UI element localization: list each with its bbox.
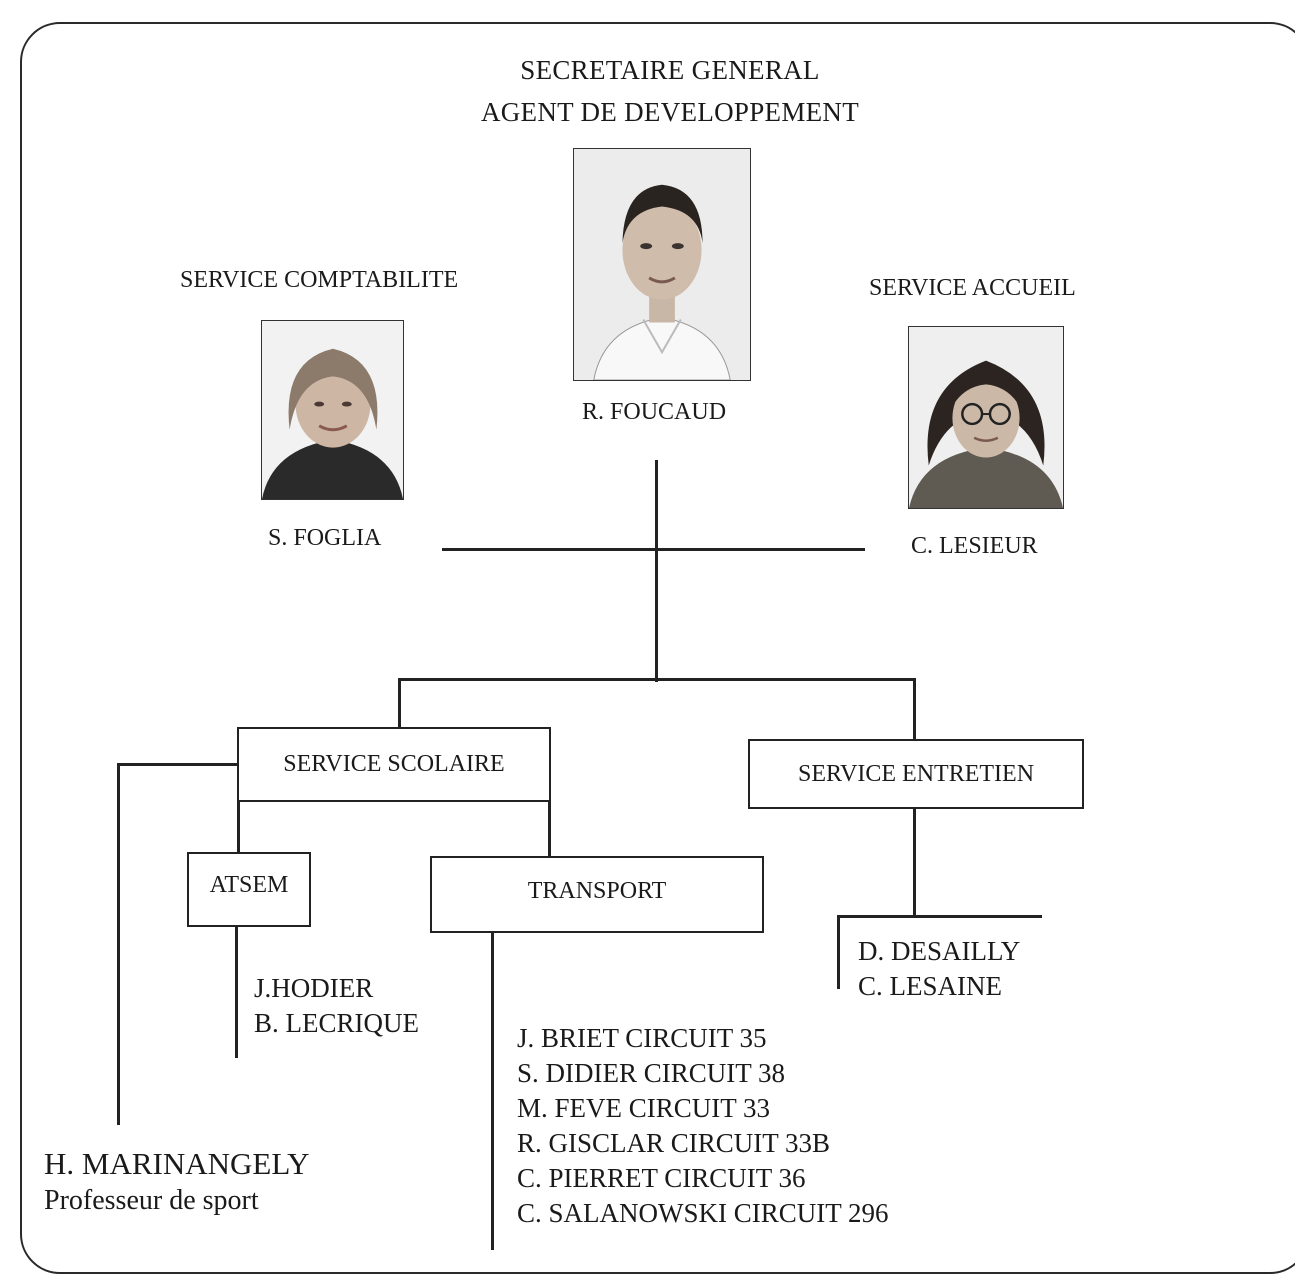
connector-transport-staff <box>491 932 494 1250</box>
service-scolaire-box: SERVICE SCOLAIRE <box>237 727 551 802</box>
name-lesieur: C. LESIEUR <box>911 533 1038 559</box>
list-item: D. DESAILLY <box>858 936 1021 966</box>
transport-label: TRANSPORT <box>527 878 667 904</box>
connector-to-scolaire <box>398 678 401 728</box>
connector-staff-horizontal <box>442 548 865 551</box>
list-item: M. FEVE CIRCUIT 33 <box>517 1093 771 1123</box>
atsem-box: ATSEM <box>187 852 311 927</box>
connector-main-vertical <box>655 460 658 682</box>
service-scolaire-label: SERVICE SCOLAIRE <box>283 751 505 777</box>
atsem-staff-list: J.HODIER B. LECRIQUE <box>254 971 419 1041</box>
entretien-staff-list: D. DESAILLY C. LESAINE <box>858 934 1020 1004</box>
service-accueil-title: SERVICE ACCUEIL <box>869 275 1076 301</box>
list-item: C. SALANOWSKI CIRCUIT 296 <box>517 1198 889 1228</box>
connector-sport-vertical <box>117 763 120 1125</box>
header-title-line2: AGENT DE DEVELOPPEMENT <box>480 97 860 127</box>
service-comptabilite-title: SERVICE COMPTABILITE <box>180 267 459 293</box>
name-foglia: S. FOGLIA <box>268 525 382 551</box>
chart-frame <box>20 22 1295 1274</box>
list-item: B. LECRIQUE <box>254 1008 419 1038</box>
service-entretien-box: SERVICE ENTRETIEN <box>748 739 1084 809</box>
photo-foucaud <box>573 148 751 381</box>
connector-atsem-staff <box>235 926 238 1058</box>
header-title-line1: SECRETAIRE GENERAL <box>520 55 820 85</box>
connector-to-atsem <box>237 800 240 852</box>
atsem-label: ATSEM <box>209 872 289 898</box>
sport-teacher-name: H. MARINANGELY <box>44 1146 310 1181</box>
list-item: C. PIERRET CIRCUIT 36 <box>517 1163 806 1193</box>
list-item: J.HODIER <box>254 973 374 1003</box>
service-entretien-label: SERVICE ENTRETIEN <box>797 760 1035 787</box>
connector-to-entretien <box>913 678 916 740</box>
portrait-photo-icon <box>262 321 403 499</box>
list-item: J. BRIET CIRCUIT 35 <box>517 1023 767 1053</box>
transport-staff-list: J. BRIET CIRCUIT 35 S. DIDIER CIRCUIT 38… <box>517 1021 889 1231</box>
photo-foglia <box>261 320 404 500</box>
name-foucaud: R. FOUCAUD <box>582 399 727 425</box>
connector-to-transport <box>548 800 551 856</box>
transport-box: TRANSPORT <box>430 856 764 933</box>
connector-entretien-down <box>913 809 916 917</box>
list-item: R. GISCLAR CIRCUIT 33B <box>517 1128 831 1158</box>
list-item: S. DIDIER CIRCUIT 38 <box>517 1058 786 1088</box>
connector-entretien-horizontal <box>838 915 1042 918</box>
photo-lesieur <box>908 326 1064 509</box>
connector-sport-horizontal <box>119 763 239 766</box>
portrait-photo-icon <box>909 327 1063 508</box>
connector-entretien-staff <box>837 915 840 989</box>
portrait-photo-icon <box>574 149 750 380</box>
sport-teacher-role: Professeur de sport <box>44 1185 259 1216</box>
list-item: C. LESAINE <box>858 971 1002 1001</box>
connector-services-horizontal <box>398 678 915 681</box>
